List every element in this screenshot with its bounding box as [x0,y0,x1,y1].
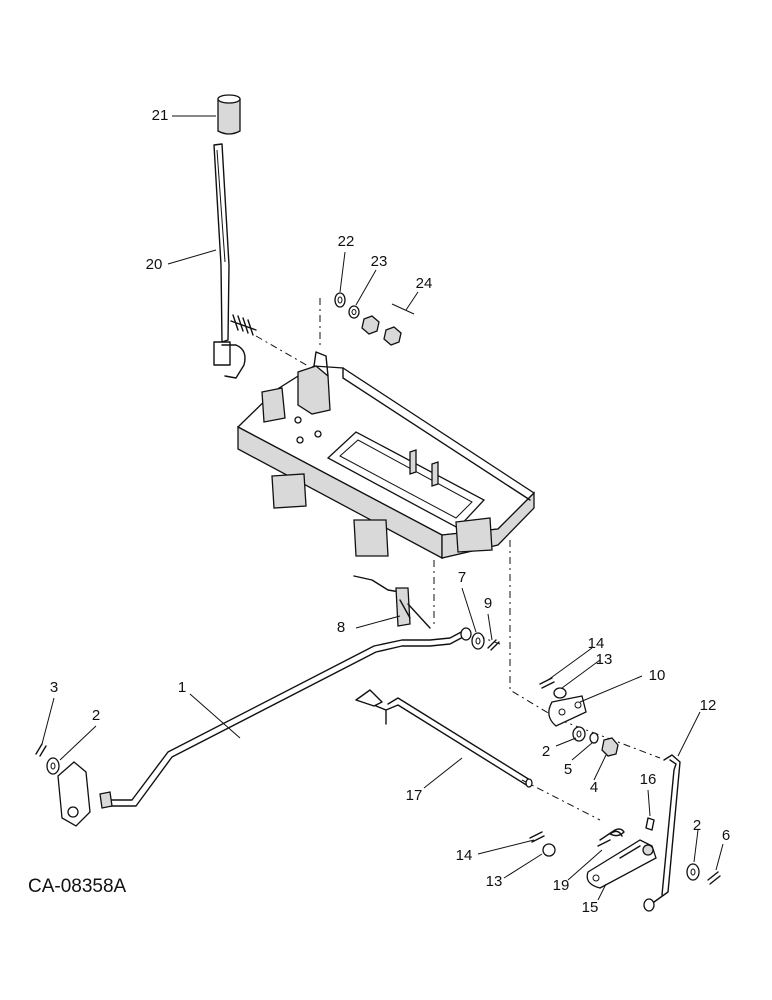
part-7-washer [471,632,485,650]
drawing-id: CA-08358A [28,876,127,897]
part-22-washer [334,292,346,308]
callout-19: 19 [553,877,570,894]
part-3-pin [35,743,47,757]
part-13-washer-upper [553,687,567,699]
part-23-washer [348,305,360,319]
part-10-plate [548,695,587,727]
callout-8: 8 [337,619,345,636]
part-13-washer-lower [542,843,556,857]
callout-13-upper: 13 [596,651,613,668]
callout-21: 21 [152,107,169,124]
part-20-lever [213,143,257,379]
part-5-lockwasher [589,732,599,744]
callout-16: 16 [640,771,657,788]
callout-14-upper: 14 [588,635,605,652]
part-2-washer-right [686,863,700,881]
part-4-nut [601,737,619,757]
callout-2-left: 2 [92,707,100,724]
part-21-knob [217,94,241,135]
part-14-pin-lower [529,831,545,843]
callout-5: 5 [564,761,572,778]
left-crank-arm [57,761,113,827]
callout-9: 9 [484,595,492,612]
part-15-crank [586,839,657,889]
callout-14-lower: 14 [456,847,473,864]
part-1-rod [107,627,472,807]
part-16-pin [645,817,655,831]
part-8-bellcrank [353,575,431,629]
callout-2-mid: 2 [542,743,550,760]
shifter-plate [236,351,536,560]
part-2-washer-mid [572,726,586,742]
callout-6: 6 [722,827,730,844]
callout-labels: 21 20 22 23 24 7 9 8 14 13 10 3 1 2 12 2… [50,107,730,916]
callout-17: 17 [406,787,423,804]
callout-2-right: 2 [693,817,701,834]
part-14-pin-upper [539,677,555,689]
part-17-rod [355,689,533,788]
part-12-rod [643,754,681,912]
callout-22: 22 [338,233,355,250]
part-9-pin [487,639,500,651]
callout-1: 1 [178,679,186,696]
leader-lines [41,115,724,901]
part-2-washer-left [46,757,60,775]
callout-7: 7 [458,569,466,586]
callout-3: 3 [50,679,58,696]
callout-20: 20 [146,256,163,273]
part-6-cotter-pin [707,871,721,885]
callout-13-lower: 13 [486,873,503,890]
callout-15: 15 [582,899,599,916]
callout-23: 23 [371,253,388,270]
part-24-nuts [361,303,415,346]
callout-10: 10 [649,667,666,684]
callout-12: 12 [700,697,717,714]
part-19-spring [597,828,625,847]
callout-24: 24 [416,275,433,292]
callout-4: 4 [590,779,598,796]
